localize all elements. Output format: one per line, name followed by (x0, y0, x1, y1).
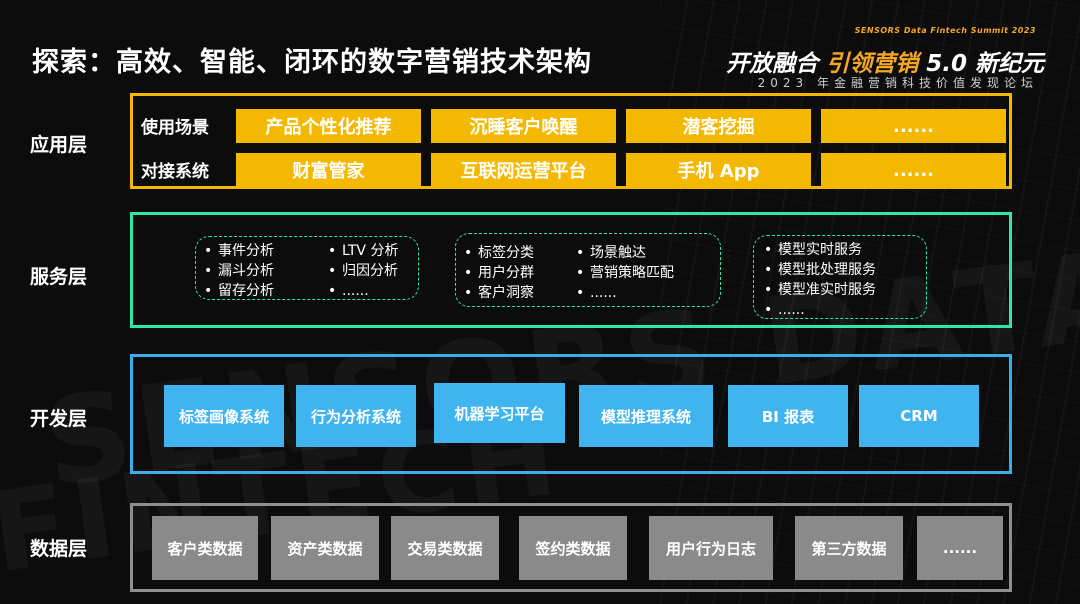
app-cell: ...... (821, 109, 1006, 143)
app-row-scenarios: 使用场景 产品个性化推荐 沉睡客户唤醒 潜客挖掘 ...... (133, 109, 1009, 143)
data-source-cell: 第三方数据 (795, 516, 903, 580)
service-item: 事件分析 (204, 241, 274, 261)
data-source-cell: ...... (917, 516, 1003, 580)
service-column: 场景触达 营销策略匹配 ...... (576, 243, 674, 303)
layer-label-service: 服务层 (30, 266, 88, 288)
service-item: 归因分析 (328, 261, 398, 281)
logo-subtitle: 2023 年金融营销科技价值发现论坛 (757, 76, 1038, 90)
service-column: 标签分类 用户分群 客户洞察 (464, 243, 534, 303)
event-logo: SENSORS Data Fintech Summit 2023 开放融合 引领… (714, 26, 1044, 92)
application-layer: 使用场景 产品个性化推荐 沉睡客户唤醒 潜客挖掘 ...... 对接系统 财富管… (130, 93, 1012, 189)
dev-system-cell: 模型推理系统 (579, 385, 713, 447)
service-item: 客户洞察 (464, 283, 534, 303)
service-group-models: 模型实时服务 模型批处理服务 模型准实时服务 ...... (753, 235, 927, 319)
service-column: LTV 分析 归因分析 ...... (328, 241, 398, 301)
service-item: 模型实时服务 (764, 240, 876, 260)
service-item: ...... (576, 283, 674, 303)
service-item: 标签分类 (464, 243, 534, 263)
service-item: 模型准实时服务 (764, 280, 876, 300)
app-row-label: 使用场景 (141, 118, 209, 138)
slogan-part-c: 5.0 新纪元 (926, 51, 1044, 77)
data-source-cell: 交易类数据 (391, 516, 499, 580)
service-item: ...... (328, 281, 398, 301)
app-row-label: 对接系统 (141, 162, 209, 182)
layer-label-data: 数据层 (30, 538, 88, 560)
dev-system-cell: BI 报表 (728, 385, 848, 447)
development-layer: 标签画像系统 行为分析系统 机器学习平台 模型推理系统 BI 报表 CRM (130, 354, 1012, 474)
data-source-cell: 资产类数据 (271, 516, 379, 580)
logo-slogan: 开放融合 引领营销 5.0 新纪元 (726, 44, 1044, 78)
service-group-marketing: 标签分类 用户分群 客户洞察 场景触达 营销策略匹配 ...... (455, 233, 721, 307)
app-cell: 沉睡客户唤醒 (431, 109, 616, 143)
logo-summit-text: SENSORS Data Fintech Summit 2023 (854, 26, 1036, 35)
layer-label-application: 应用层 (30, 134, 88, 156)
app-cell: 互联网运营平台 (431, 153, 616, 187)
service-item: 场景触达 (576, 243, 674, 263)
app-cell: 产品个性化推荐 (236, 109, 421, 143)
app-cell: 手机 App (626, 153, 811, 187)
service-layer: 事件分析 漏斗分析 留存分析 LTV 分析 归因分析 ...... 标签分类 用… (130, 212, 1012, 328)
data-layer: 客户类数据 资产类数据 交易类数据 签约类数据 用户行为日志 第三方数据 ...… (130, 503, 1012, 592)
layer-label-development: 开发层 (30, 408, 88, 430)
dev-system-cell: 标签画像系统 (164, 385, 284, 447)
service-item: 营销策略匹配 (576, 263, 674, 283)
service-item: 留存分析 (204, 281, 274, 301)
app-row-systems: 对接系统 财富管家 互联网运营平台 手机 App ...... (133, 153, 1009, 187)
service-column: 模型实时服务 模型批处理服务 模型准实时服务 ...... (764, 240, 876, 320)
dev-system-cell: CRM (859, 385, 979, 447)
service-group-analytics: 事件分析 漏斗分析 留存分析 LTV 分析 归因分析 ...... (195, 236, 419, 300)
service-item: LTV 分析 (328, 241, 398, 261)
app-cell: ...... (821, 153, 1006, 187)
slogan-part-a: 开放融合 (726, 51, 819, 77)
dev-system-cell: 行为分析系统 (296, 385, 416, 447)
slogan-part-b: 引领营销 (826, 51, 919, 77)
data-source-cell: 签约类数据 (519, 516, 627, 580)
service-item: 模型批处理服务 (764, 260, 876, 280)
app-cell: 财富管家 (236, 153, 421, 187)
service-column: 事件分析 漏斗分析 留存分析 (204, 241, 274, 301)
dev-system-cell: 机器学习平台 (434, 383, 565, 443)
app-cell: 潜客挖掘 (626, 109, 811, 143)
service-item: 用户分群 (464, 263, 534, 283)
data-source-cell: 客户类数据 (152, 516, 258, 580)
service-item: 漏斗分析 (204, 261, 274, 281)
page-title: 探索：高效、智能、闭环的数字营销技术架构 (32, 47, 592, 78)
data-source-cell: 用户行为日志 (649, 516, 773, 580)
service-item: ...... (764, 300, 876, 320)
